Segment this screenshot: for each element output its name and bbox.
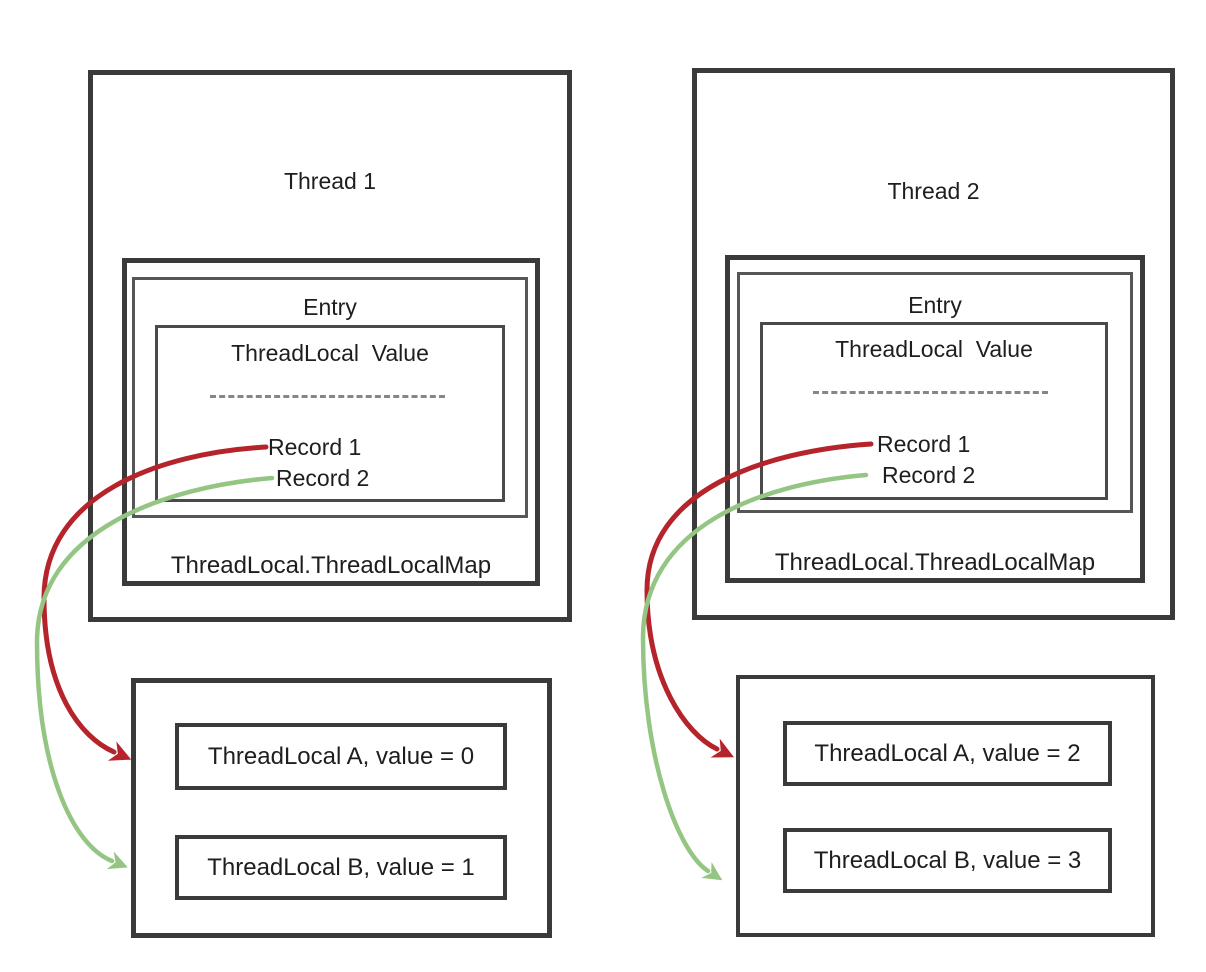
thread2-divider-dashed-line	[813, 391, 1048, 394]
thread1-title: Thread 1	[283, 168, 377, 194]
thread2-threadlocal-a-label: ThreadLocal A, value = 2	[814, 739, 1081, 767]
thread2-entry-box	[737, 272, 1133, 513]
thread2-map-box	[725, 255, 1145, 583]
thread1-divider-dashed-line	[210, 395, 445, 398]
thread2-values-box	[736, 675, 1155, 937]
thread1-record-2-label: Record 2	[276, 465, 370, 491]
thread2-value-box	[760, 322, 1108, 500]
thread1-value-box	[155, 325, 505, 502]
thread1-threadlocal-b-label: ThreadLocal B, value = 1	[207, 853, 475, 881]
thread2-map-label: ThreadLocal.ThreadLocalMap	[774, 549, 1096, 576]
thread2-box	[692, 68, 1175, 620]
thread2-entry-label: Entry	[908, 292, 962, 318]
thread1-threadlocal-b-cell: ThreadLocal B, value = 1	[175, 835, 507, 900]
thread1-map-box	[122, 258, 540, 586]
thread1-entry-label: Entry	[303, 294, 357, 320]
thread2-record-1-label: Record 1	[877, 431, 971, 457]
thread1-record-1-label: Record 1	[268, 434, 362, 460]
thread2-title: Thread 2	[887, 178, 980, 204]
thread2-threadlocal-a-cell: ThreadLocal A, value = 2	[783, 721, 1112, 786]
thread1-box	[88, 70, 572, 622]
thread1-entry-box	[132, 277, 528, 518]
thread2-threadlocal-b-cell: ThreadLocal B, value = 3	[783, 828, 1112, 893]
thread1-value-header: ThreadLocal Value	[231, 340, 429, 366]
thread2-record-2-label: Record 2	[882, 462, 976, 488]
thread2-value-header: ThreadLocal Value	[835, 336, 1033, 362]
thread2-threadlocal-b-label: ThreadLocal B, value = 3	[813, 846, 1082, 874]
thread1-threadlocal-a-cell: ThreadLocal A, value = 0	[175, 723, 507, 790]
thread1-map-label: ThreadLocal.ThreadLocalMap	[170, 552, 492, 579]
thread1-threadlocal-a-label: ThreadLocal A, value = 0	[207, 742, 475, 770]
